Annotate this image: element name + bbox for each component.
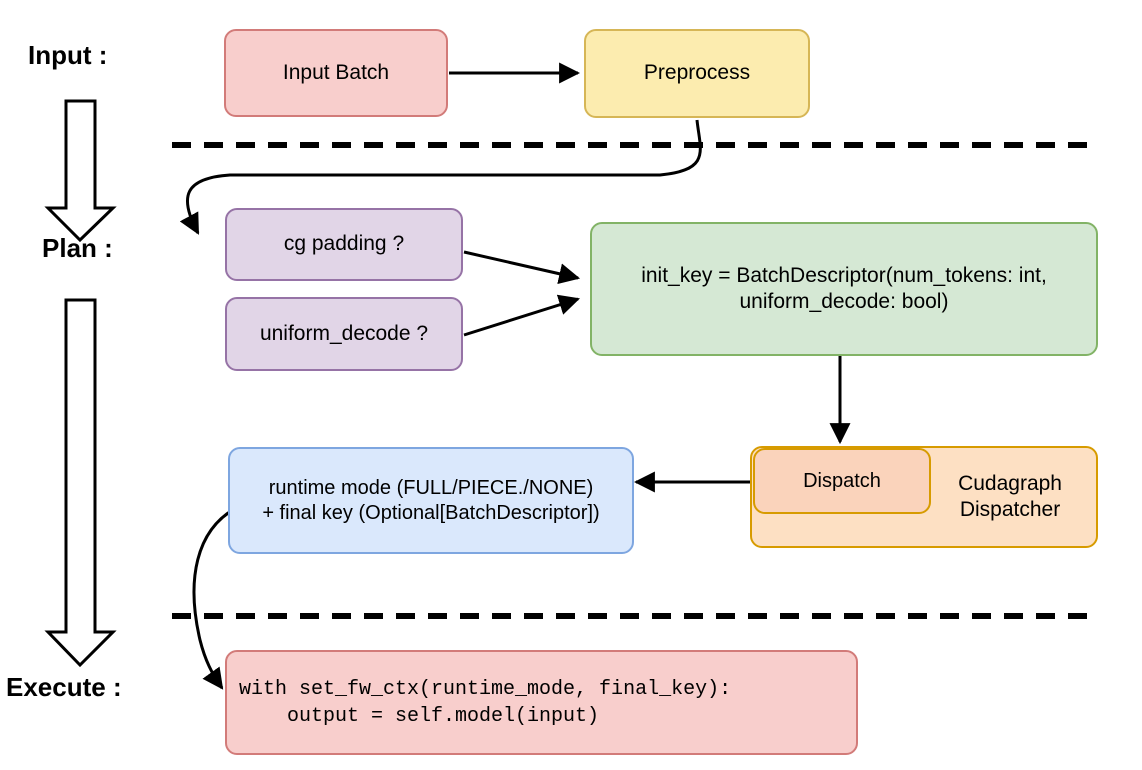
node-uniform-decode[interactable]: uniform_decode ? [225,297,463,371]
stage-label-input: Input : [28,40,108,70]
edge-uniform-decode-to-init-key [463,294,581,337]
edge-cg-padding-to-init-key [463,250,581,285]
node-dispatch[interactable]: Dispatch [753,448,931,514]
node-execute-code[interactable]: with set_fw_ctx(runtime_mode, final_key)… [225,650,858,755]
plan-to-execute-arrow [44,298,117,668]
node-init-key[interactable]: init_key = BatchDescriptor(num_tokens: i… [590,222,1098,356]
node-runtime-mode[interactable]: runtime mode (FULL/PIECE./NONE) + final … [228,447,634,554]
node-cg-padding[interactable]: cg padding ? [225,208,463,281]
input-to-plan-arrow [44,99,117,243]
stage-label-execute: Execute : [6,672,122,702]
stage-label-plan: Plan : [42,233,113,263]
node-input-batch[interactable]: Input Batch [224,29,448,117]
node-preprocess[interactable]: Preprocess [584,29,810,118]
